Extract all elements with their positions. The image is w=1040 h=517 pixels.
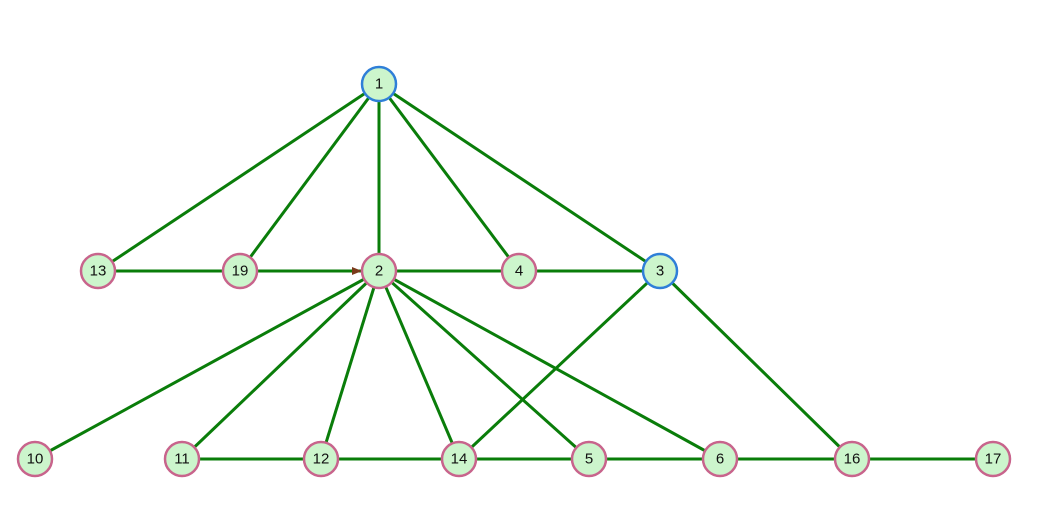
node-2[interactable]: 2: [360, 252, 398, 290]
node-circle[interactable]: [833, 440, 871, 478]
node-label: 14: [451, 451, 468, 468]
edge-3-16: [658, 269, 854, 461]
node-label: 12: [313, 451, 330, 468]
node-circle[interactable]: [360, 65, 398, 103]
node-label: 4: [515, 263, 523, 280]
edge-2-11: [180, 269, 381, 461]
node-label: 6: [716, 451, 724, 468]
edge-2-14: [377, 270, 461, 460]
node-circle[interactable]: [163, 440, 201, 478]
edge-2-10: [34, 269, 380, 461]
node-17[interactable]: 17: [974, 440, 1012, 478]
node-circle[interactable]: [570, 440, 608, 478]
node-circle[interactable]: [641, 252, 679, 290]
node-19[interactable]: 19: [221, 252, 259, 290]
edge-1-3: [378, 82, 661, 273]
node-circle[interactable]: [701, 440, 739, 478]
node-3[interactable]: 3: [641, 252, 679, 290]
node-12[interactable]: 12: [302, 440, 340, 478]
node-circle[interactable]: [221, 252, 259, 290]
node-4[interactable]: 4: [500, 252, 538, 290]
edge-1-4: [377, 83, 521, 272]
edge-2-12: [319, 270, 381, 460]
node-11[interactable]: 11: [163, 440, 201, 478]
node-16[interactable]: 16: [833, 440, 871, 478]
edges-layer: [34, 82, 993, 461]
node-label: 16: [844, 451, 861, 468]
node-circle[interactable]: [360, 252, 398, 290]
node-13[interactable]: 13: [79, 252, 117, 290]
node-label: 10: [27, 451, 44, 468]
edge-1-13: [97, 82, 380, 273]
node-label: 3: [656, 263, 664, 280]
node-14[interactable]: 14: [440, 440, 478, 478]
node-label: 1: [375, 76, 383, 93]
node-circle[interactable]: [79, 252, 117, 290]
node-6[interactable]: 6: [701, 440, 739, 478]
edge-3-14: [457, 269, 662, 461]
node-circle[interactable]: [974, 440, 1012, 478]
node-1[interactable]: 1: [360, 65, 398, 103]
node-label: 11: [174, 451, 190, 468]
node-5[interactable]: 5: [570, 440, 608, 478]
node-label: 17: [985, 451, 1002, 468]
node-circle[interactable]: [302, 440, 340, 478]
node-label: 5: [585, 451, 593, 468]
node-label: 19: [232, 263, 249, 280]
node-label: 13: [90, 263, 107, 280]
node-label: 2: [375, 263, 383, 280]
edge-2-6: [378, 269, 721, 461]
node-circle[interactable]: [500, 252, 538, 290]
node-circle[interactable]: [16, 440, 54, 478]
node-circle[interactable]: [440, 440, 478, 478]
node-10[interactable]: 10: [16, 440, 54, 478]
edge-1-19: [238, 83, 381, 272]
edge-2-5: [377, 269, 591, 461]
